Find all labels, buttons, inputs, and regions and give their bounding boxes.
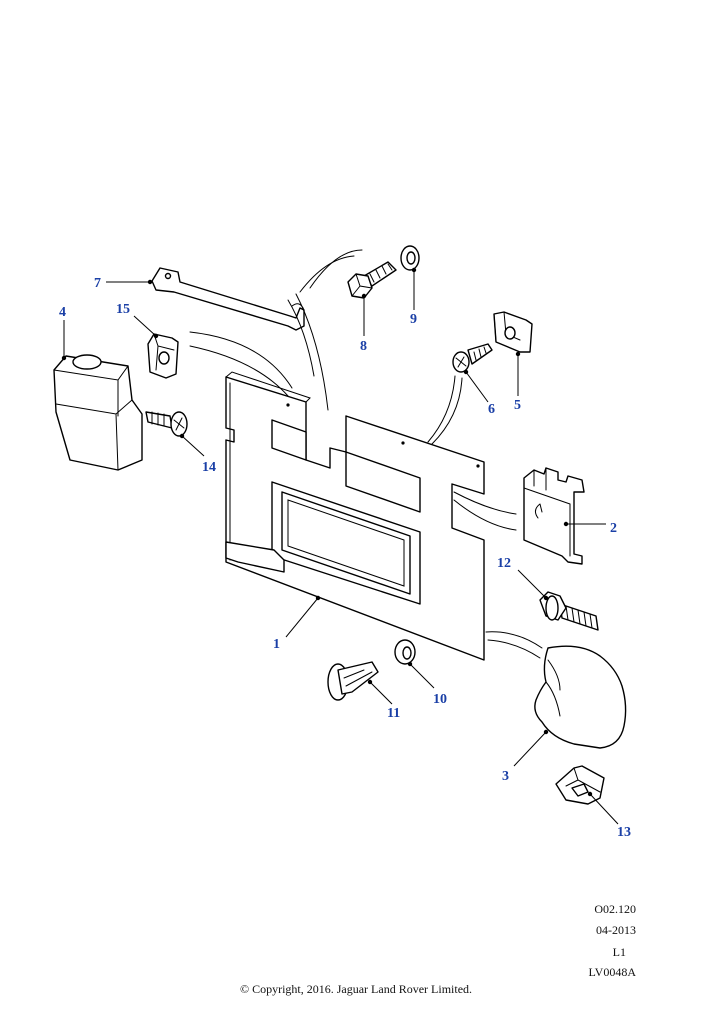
part-2-bracket bbox=[523, 467, 585, 565]
callout-11: 11 bbox=[387, 706, 400, 721]
callout-3: 3 bbox=[502, 769, 509, 784]
callout-15: 15 bbox=[116, 302, 130, 317]
callout-6: 6 bbox=[488, 402, 495, 417]
callout-labels: 1 2 3 4 5 6 7 8 9 10 11 12 13 14 15 bbox=[59, 276, 631, 840]
callout-4: 4 bbox=[59, 305, 66, 320]
part-9-washer bbox=[400, 245, 420, 271]
part-7-rod bbox=[151, 267, 305, 331]
copyright-notice: © Copyright, 2016. Jaguar Land Rover Lim… bbox=[239, 982, 473, 996]
callout-1: 1 bbox=[273, 637, 280, 652]
part-1-trim-panel bbox=[225, 371, 485, 661]
callout-14: 14 bbox=[202, 460, 216, 475]
drawing-level: L1 bbox=[612, 945, 626, 959]
assembly-guide-lines bbox=[189, 249, 543, 659]
callout-9: 9 bbox=[410, 312, 417, 327]
part-3-cover bbox=[534, 645, 627, 749]
callout-13: 13 bbox=[617, 825, 631, 840]
callout-2: 2 bbox=[610, 521, 617, 536]
callout-7: 7 bbox=[94, 276, 101, 291]
part-5-clip-nut bbox=[493, 311, 533, 353]
part-4-housing bbox=[53, 354, 143, 471]
part-14-screw bbox=[145, 411, 188, 437]
part-11-push-clip bbox=[327, 661, 379, 701]
drawing-date: 04-2013 bbox=[596, 923, 636, 937]
part-6-screw bbox=[452, 343, 493, 373]
part-15-clip-nut bbox=[147, 333, 179, 379]
part-10-washer bbox=[394, 639, 416, 665]
drawing-reference: LV0048A bbox=[588, 965, 636, 979]
drawing-code: O02.120 bbox=[594, 902, 636, 916]
callout-12: 12 bbox=[497, 556, 511, 571]
callout-10: 10 bbox=[433, 692, 447, 707]
part-12-flange-bolt bbox=[539, 591, 599, 631]
part-8-bolt bbox=[347, 261, 397, 299]
callout-8: 8 bbox=[360, 339, 367, 354]
leader-lines bbox=[61, 267, 619, 825]
callout-5: 5 bbox=[514, 398, 521, 413]
part-13-clip bbox=[555, 765, 605, 805]
